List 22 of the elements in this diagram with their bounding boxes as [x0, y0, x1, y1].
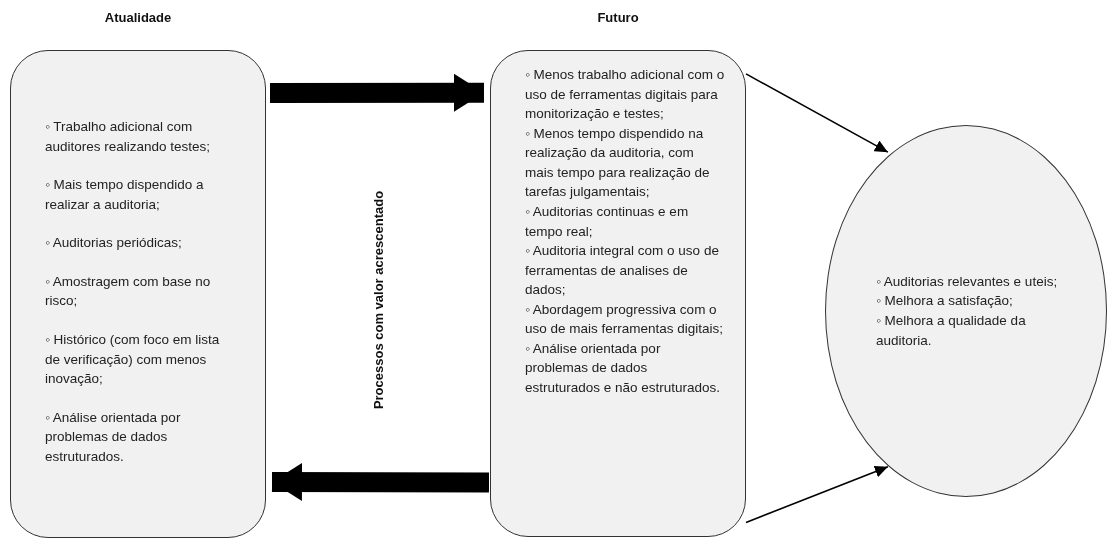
arrow: [745, 466, 889, 524]
block-arrow: [271, 462, 490, 501]
bullet-text: ◦ Trabalho adicional com auditores realizando testes;: [45, 118, 212, 156]
bullet-text: ◦ Auditorias relevantes e uteis;: [876, 272, 1059, 291]
bullet-text: ◦ Melhora a satisfação;: [876, 292, 1014, 311]
bullet-text: ◦ Menos trabalho adicional com o uso de ferramentas digitais para monitorização e testes;: [525, 66, 725, 124]
arrow: [745, 73, 889, 153]
column-heading: Futuro: [596, 9, 640, 27]
bullet-text: ◦ Mais tempo dispendido a realizar a auditoria;: [45, 176, 205, 214]
column-heading: Atualidade: [103, 9, 173, 27]
bullet-text: ◦ Amostragem com base no risco;: [45, 272, 212, 311]
bullet-text: ◦ Menos tempo dispendido na realização da auditoria, com mais tempo para realização de tarefas julgamentais;: [525, 124, 711, 202]
bullet-text: ◦ Análise orientada por problemas de dados estruturados e não estruturados.: [525, 339, 722, 397]
vertical-label: Processos com valor acrescentado: [370, 190, 386, 410]
bullet-text: ◦ Histórico (com foco em lista de verificação) com menos inovação;: [45, 330, 221, 389]
bullet-text: ◦ Auditoria integral com o uso de ferramentas de analises de dados;: [525, 242, 720, 300]
block-arrow: [270, 73, 484, 112]
bullet-text: ◦ Auditorias periódicas;: [45, 234, 183, 253]
bullet-text: ◦ Análise orientada por problemas de dados estruturados.: [45, 408, 182, 466]
bullet-text: ◦ Melhora a qualidade da auditoria.: [876, 312, 1027, 350]
bullet-text: ◦ Auditorias continuas e em tempo real;: [525, 202, 690, 241]
bullet-text: ◦ Abordagem progressiva com o uso de mais ferramentas digitais;: [525, 300, 725, 339]
